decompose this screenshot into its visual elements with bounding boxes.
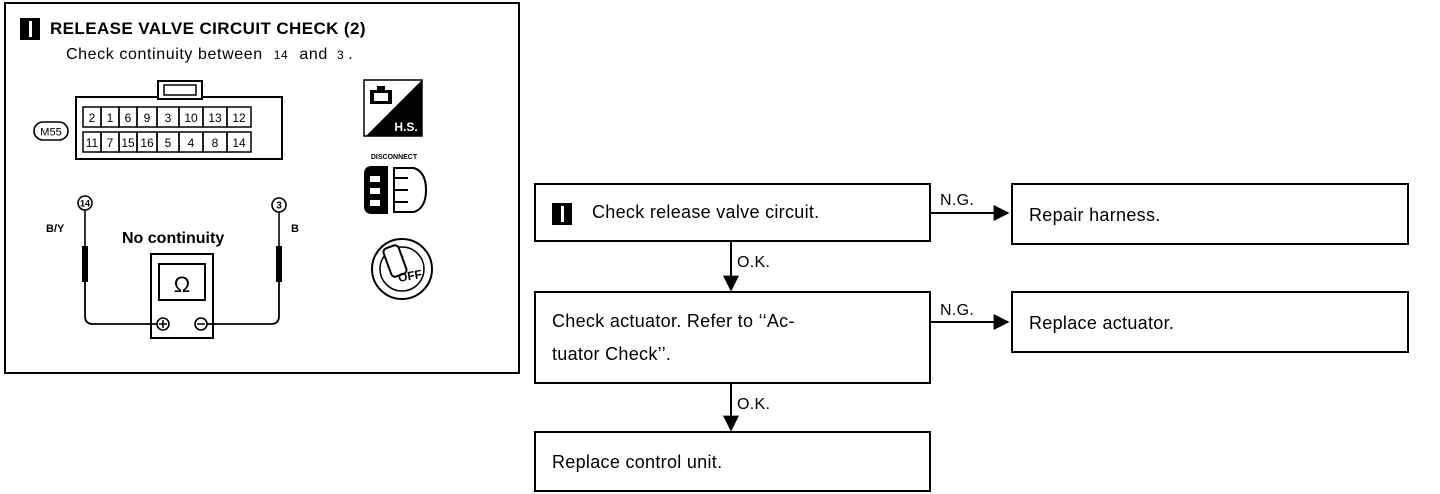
subtitle-term-b: 3 [336,48,345,62]
probe-right-number: 3 [276,201,282,212]
probe-right-wire: B [291,223,299,235]
step1-marker-icon [552,203,572,225]
disconnect-icon [364,166,428,214]
probe-right [276,246,282,282]
connector-pin-bottom-label: 7 [107,136,114,150]
lead-left [84,282,157,325]
probe-left-number: 14 [80,199,90,209]
connector-pin-bottom-label: 4 [188,136,195,150]
connector-pin-top-label: 3 [165,111,172,125]
probe-left-wire: B/Y [46,223,65,235]
connector-pin-top-label: 1 [107,111,114,125]
hs-label: H.S. [394,120,417,134]
disconnect-label: DISCONNECT [371,154,418,161]
connector-pin-top-label: 10 [184,111,198,125]
connector-pin-top-label: 13 [208,111,222,125]
connector-pin-bottom-label: 11 [86,136,99,150]
step2-ok-label: O.K. [737,396,771,413]
ignition-off-label: OFF [397,267,423,285]
connector-pin-top-label: 6 [125,111,132,125]
connector-pin-bottom-label: 15 [121,136,135,150]
lead-right [207,282,280,325]
step2-box: Check actuator. Refer to ‘‘Ac- tuator Ch… [534,291,931,384]
subtitle-term-a: 14 [273,48,289,62]
step3-text: Replace control unit. [552,452,723,472]
step2-ng-box: Replace actuator. [1011,291,1409,353]
step2-text-line1: Check actuator. Refer to ‘‘Ac- [552,311,795,331]
connector-pin-bottom-label: 16 [140,136,154,150]
panel-title: RELEASE VALVE CIRCUIT CHECK (2) [50,19,366,38]
ignition-key-icon: OFF [371,238,433,300]
check-panel: RELEASE VALVE CIRCUIT CHECK (2) Check co… [4,2,520,374]
connector-pin-bottom-label: 8 [212,136,219,150]
connector-pin-bottom-label: 5 [165,136,172,150]
connector-pin-top-cell [226,106,252,128]
connector-id: M55 [40,127,61,139]
probe-left [82,246,88,282]
subtitle-text: Check continuity between [66,46,263,63]
connector-pin-bottom-label: 14 [232,136,246,150]
connector-pin-top-label: 2 [89,111,96,125]
step2-ng-action: Replace actuator. [1029,313,1175,333]
panel-subtitle: Check continuity between 14 and 3. [66,46,354,63]
connector-pin-top-label: 9 [144,111,151,125]
step1-ng-label: N.G. [940,192,975,209]
connector-pin-top-label: 12 [232,111,246,125]
step1-ok-label: O.K. [737,254,771,271]
ohm-symbol: Ω [174,272,190,297]
connector-id-badge [33,121,69,141]
panel-title-row: RELEASE VALVE CIRCUIT CHECK (2) [20,18,366,40]
step3-box: Replace control unit. [534,431,931,492]
subtitle-and: and [299,46,328,63]
step1-ng-action: Repair harness. [1029,205,1161,225]
step1-text: Check release valve circuit. [592,202,820,222]
step2-ng-label: N.G. [940,302,975,319]
result-text: No continuity [122,230,224,247]
connector-pin-bottom-cell [226,131,252,153]
step2-text-line2: tuator Check’’. [552,344,672,364]
step1-box: Check release valve circuit. [534,183,931,242]
harness-side-icon: H.S. [363,79,423,137]
step1-ng-box: Repair harness. [1011,183,1409,245]
step-marker-icon [20,18,40,40]
